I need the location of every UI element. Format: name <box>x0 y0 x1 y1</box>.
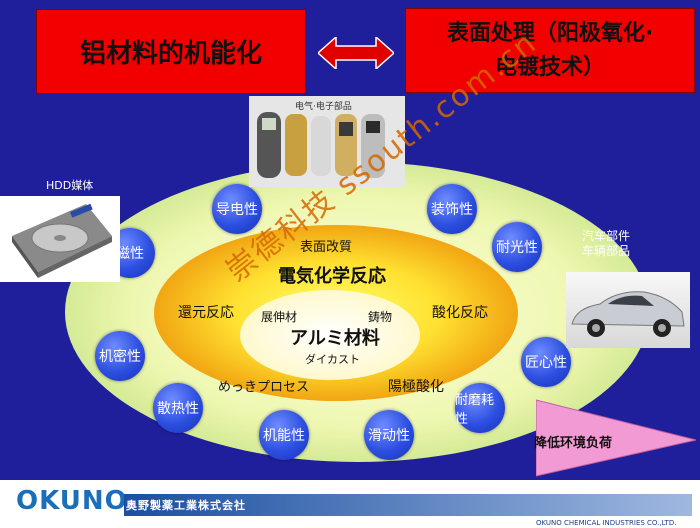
bubble-light-resistance: 耐光性 <box>492 222 542 272</box>
reduce-environmental-load-label: 降低环境负荷 <box>534 436 613 451</box>
phones-illustration <box>257 112 385 178</box>
bubble-craftsmanship: 匠心性 <box>521 337 571 387</box>
label-surface-modification: 表面改質 <box>300 240 353 255</box>
label-plating-process: めっきプロセス <box>218 380 310 395</box>
footer-bar: OKUNO 奥野製薬工業株式会社 OKUNO CHEMICAL INDUSTRI… <box>0 480 700 528</box>
bubble-conductivity: 导电性 <box>212 184 262 234</box>
label-aluminum-material: アルミ材料 <box>290 328 380 349</box>
phones-caption: 电气·电子部品 <box>295 102 352 112</box>
hdd-photo <box>0 196 120 282</box>
label-wrought-material: 展伸材 <box>261 310 298 324</box>
bubble-sliding: 滑动性 <box>364 410 414 460</box>
title-aluminum-functionalization-text: 铝材料的机能化 <box>79 39 262 69</box>
bubble-sealing: 机密性 <box>95 331 145 381</box>
label-reduction-reaction: 還元反応 <box>178 305 234 321</box>
title-surface-treatment-line2: 电镀技术） <box>494 54 605 80</box>
car-caption-line1: 汽车部件 <box>582 229 631 243</box>
title-surface-treatment: 表面处理（阳极氧化· 电镀技术） <box>405 8 695 93</box>
reduce-environmental-load-arrow <box>536 399 697 477</box>
label-anodizing: 陽極酸化 <box>388 379 444 395</box>
bubble-decorative: 装饰性 <box>427 184 477 234</box>
label-die-casting: ダイカスト <box>305 353 360 366</box>
okuno-logo: OKUNO <box>16 486 128 516</box>
label-casting: 鋳物 <box>368 310 393 324</box>
car-illustration <box>571 291 685 337</box>
car-photo <box>566 272 690 348</box>
inner-ellipse <box>240 290 420 380</box>
hdd-caption: HDD媒体 <box>46 179 94 192</box>
phones-photo: 电气·电子部品 <box>249 96 405 187</box>
title-surface-treatment-line1: 表面处理（阳极氧化· <box>446 20 654 46</box>
hdd-illustration <box>12 203 112 278</box>
double-arrow-icon <box>318 37 394 69</box>
label-electrochemical-reaction: 電気化学反応 <box>278 266 386 287</box>
bubble-wear-resistance: 耐磨耗性 <box>455 383 505 433</box>
company-name-jp: 奥野製薬工業株式会社 <box>126 499 246 512</box>
footer-stripe <box>124 494 692 516</box>
car-caption-line2: 车辆部品 <box>582 244 631 258</box>
label-oxidation-reaction: 酸化反応 <box>432 305 488 321</box>
title-aluminum-functionalization: 铝材料的机能化 <box>36 9 306 94</box>
company-name-en: OKUNO CHEMICAL INDUSTRIES CO.,LTD. <box>536 519 677 527</box>
bubble-heat-dissipation: 散热性 <box>153 383 203 433</box>
bubble-functionality: 机能性 <box>259 410 309 460</box>
